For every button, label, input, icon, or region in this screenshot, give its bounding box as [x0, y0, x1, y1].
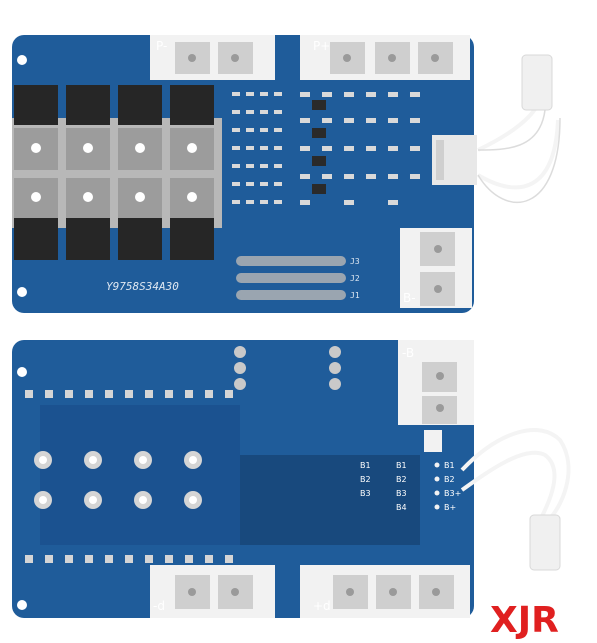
ntc-thermistor-bottom: [460, 428, 571, 571]
smd-components: [232, 92, 420, 205]
pad-label-back-b-minus: -B: [402, 346, 414, 360]
jumper-label-j1: J1: [350, 291, 360, 300]
jumper-wires: [236, 256, 346, 300]
balance-label-left-b3: B3: [360, 489, 371, 498]
balance-label-right-b2: B2: [396, 475, 407, 484]
pad-label-p-minus: P-: [156, 39, 167, 53]
mosfet-array-bottom: [14, 178, 214, 260]
jumper-label-j3: J3: [350, 257, 360, 266]
ntc-thermistor-top: [476, 54, 561, 204]
balance-label-right-b3: B3: [396, 489, 407, 498]
mosfet-mount-holes: [34, 451, 202, 509]
balance-label-out-b3-plus: B3+: [444, 489, 461, 498]
balance-label-out-b-plus: B+: [444, 503, 456, 512]
solder-via-columns: [234, 346, 341, 390]
pad-label-d-minus: -d: [153, 599, 165, 613]
back-board: -B: [12, 340, 474, 618]
ic-chips: [312, 100, 326, 194]
balance-label-out-b2: B2: [444, 475, 455, 484]
front-board: P- P+: [12, 35, 477, 313]
mosfet-array-top: [14, 85, 214, 170]
pad-label-d-plus: +d: [313, 599, 331, 613]
balance-label-right-b4: B4: [396, 503, 407, 512]
balance-solder-dots: [434, 462, 440, 510]
jumper-label-j2: J2: [350, 274, 360, 283]
arrow-marker: [424, 430, 442, 452]
square-pads-top: [25, 390, 233, 398]
pad-label-b-minus: B-: [403, 291, 416, 305]
square-pads-bottom: [25, 555, 233, 563]
balance-label-left-b1: B1: [360, 461, 371, 470]
pad-label-p-plus: P+: [313, 39, 330, 53]
brand-watermark: XJR: [490, 600, 559, 641]
balance-label-right-b1: B1: [396, 461, 407, 470]
silkscreen-code: Y9758S34A30: [106, 280, 179, 293]
balance-label-left-b2: B2: [360, 475, 371, 484]
balance-label-out-b1: B1: [444, 461, 455, 470]
